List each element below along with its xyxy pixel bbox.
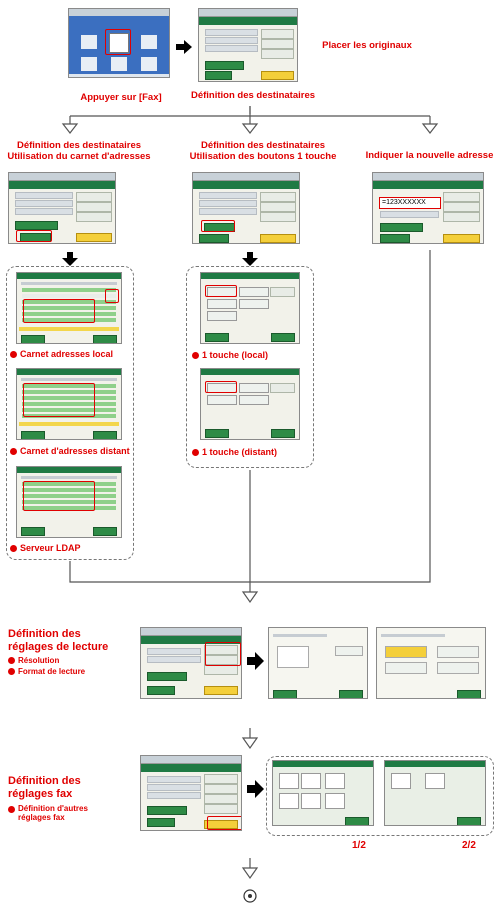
one-touch-local-text: 1 touche (local) (202, 350, 269, 360)
address-book-entry-screen (8, 172, 116, 244)
local-address-book-screen (16, 272, 122, 344)
branch-one-touch-title: Définition des destinataires Utilisation… (189, 140, 337, 162)
remote-address-book-screen (16, 368, 122, 440)
fax-options-screen (140, 755, 242, 831)
scan-format-screen (376, 627, 486, 699)
one-touch-group (186, 266, 314, 468)
reading-item-resolution-text: Résolution (18, 656, 60, 665)
reading-settings-screen (140, 627, 242, 699)
one-touch-remote-screen (200, 368, 300, 440)
fax-item-other: Définition d'autres réglages fax (8, 804, 118, 822)
options-button[interactable] (204, 820, 238, 829)
one-touch-entry-screen (192, 172, 300, 244)
local-address-book-text: Carnet adresses local (20, 349, 114, 359)
fax-basic-screen (198, 8, 298, 82)
one-touch-remote-label: 1 touche (distant) (192, 447, 277, 457)
options-page-1 (272, 760, 374, 826)
one-touch-local-screen (200, 272, 300, 344)
press-fax-label: Appuyer sur [Fax] (80, 92, 162, 103)
local-address-book-label: Carnet adresses local (10, 349, 113, 359)
reading-item-format: Format de lecture (8, 667, 85, 676)
new-address-field[interactable]: =123XXXXXX (379, 197, 441, 209)
fax-item-other-text: Définition d'autres réglages fax (18, 804, 88, 822)
one-touch-local-label: 1 touche (local) (192, 350, 268, 360)
fax-settings-title: Définition des réglages fax (8, 775, 81, 800)
options-pages-group (266, 756, 494, 836)
branch-address-book-title: Définition des destinataires Utilisation… (7, 140, 151, 162)
options-page-2 (384, 760, 486, 826)
ldap-server-screen (16, 466, 122, 538)
page-indicator-1: 1/2 (352, 840, 366, 851)
address-book-group (6, 266, 134, 560)
remote-address-book-label: Carnet d'adresses distant (10, 446, 130, 456)
branch-new-address-title: Indiquer la nouvelle adresse (365, 150, 494, 161)
ldap-server-text: Serveur LDAP (20, 543, 81, 553)
reading-item-format-text: Format de lecture (18, 667, 86, 676)
fax-button[interactable] (109, 33, 129, 53)
reading-item-resolution: Résolution (8, 656, 59, 665)
new-address-screen: =123XXXXXX (372, 172, 484, 244)
one-touch-remote-text: 1 touche (distant) (202, 447, 278, 457)
resolution-screen (268, 627, 368, 699)
remote-address-book-text: Carnet d'adresses distant (20, 446, 130, 456)
page-indicator-2: 2/2 (462, 840, 476, 851)
define-destinations-label: Définition des destinataires (190, 90, 316, 101)
main-menu-screen (68, 8, 170, 78)
ldap-server-label: Serveur LDAP (10, 543, 81, 553)
reading-settings-title: Définition des réglages de lecture (8, 628, 109, 653)
place-originals-label: Placer les originaux (322, 40, 412, 51)
